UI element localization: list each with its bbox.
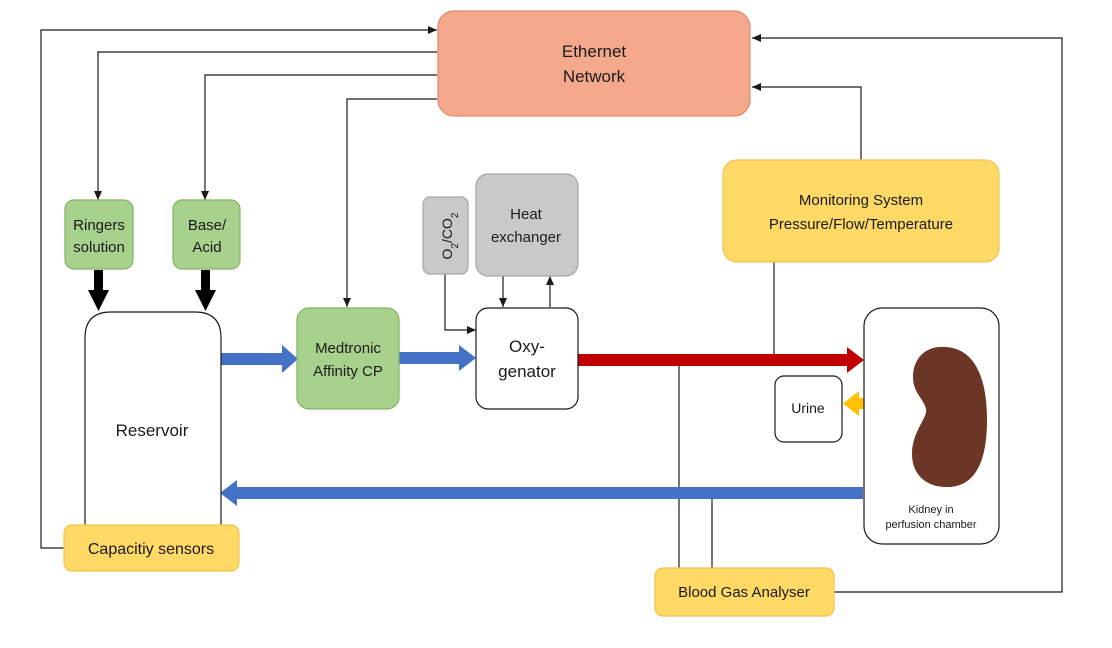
signal-lines xyxy=(40,26,1063,593)
heat-exchanger-label-line2: exchanger xyxy=(491,229,561,246)
ethernet-label-line1: Ethernet xyxy=(562,42,627,61)
reservoir-to-pump-flow xyxy=(221,345,298,373)
reservoir-box: Reservoir xyxy=(84,311,222,525)
oxygenator-label-line2: genator xyxy=(498,362,556,381)
heat-exchanger-label-line1: Heat xyxy=(510,206,543,223)
gas-supply-label: O2/CO2 xyxy=(439,212,461,259)
medtronic-pump-box: Medtronic Affinity CP xyxy=(296,307,400,410)
reservoir-label: Reservoir xyxy=(116,421,189,440)
base-acid-label-line1: Base/ xyxy=(188,217,227,234)
monitoring-system-box: Monitoring System Pressure/Flow/Temperat… xyxy=(722,159,1000,263)
blood-gas-analyser-label: Blood Gas Analyser xyxy=(678,584,810,601)
flow-arrows xyxy=(88,270,941,506)
ringers-to-reservoir-arrow xyxy=(88,270,109,311)
line-network-to-ringers xyxy=(94,51,437,200)
kidney-icon xyxy=(912,346,987,488)
ethernet-label-line2: Network xyxy=(563,67,626,86)
monitoring-label-line1: Monitoring System xyxy=(799,192,923,209)
base-acid-to-reservoir-arrow xyxy=(195,270,216,311)
oxygenator-box: Oxy- genator xyxy=(475,307,579,410)
pump-to-oxygenator-flow xyxy=(399,345,476,371)
base-acid-label-line2: Acid xyxy=(192,239,221,256)
monitoring-label-line2: Pressure/Flow/Temperature xyxy=(769,216,953,233)
line-capacity-to-network xyxy=(40,26,437,549)
ringers-label-line1: Ringers xyxy=(73,217,125,234)
line-network-to-pump xyxy=(343,98,437,307)
kidney-label-line2: perfusion chamber xyxy=(885,519,976,531)
kidney-label-line1: Kidney in xyxy=(908,504,953,516)
urine-label: Urine xyxy=(791,400,825,416)
heat-exchanger-box: Heat exchanger xyxy=(475,173,579,277)
line-network-to-base-acid xyxy=(201,74,437,200)
base-acid-box: Base/ Acid xyxy=(172,199,241,270)
ringers-solution-box: Ringers solution xyxy=(64,199,134,270)
pump-label-line1: Medtronic xyxy=(315,340,381,357)
blood-gas-analyser-box: Blood Gas Analyser xyxy=(654,567,835,617)
urine-box: Urine xyxy=(774,375,843,443)
kidney-perfusion-chamber: Kidney in perfusion chamber xyxy=(863,307,1000,545)
ringers-label-line2: solution xyxy=(73,239,125,256)
line-bga-to-network xyxy=(752,34,1063,593)
arterial-flow-to-kidney xyxy=(578,347,864,373)
pump-label-line2: Affinity CP xyxy=(313,363,383,380)
gas-supply-box: O2/CO2 xyxy=(422,196,469,275)
line-gas-to-oxygenator xyxy=(444,274,476,334)
ethernet-network-box: Ethernet Network xyxy=(437,10,751,117)
venous-return-flow xyxy=(220,480,863,506)
capacity-sensors-label: Capacitiy sensors xyxy=(88,541,214,558)
capacity-sensors-box: Capacitiy sensors xyxy=(63,524,240,572)
oxygenator-label-line1: Oxy- xyxy=(509,337,545,356)
line-monitoring-to-network xyxy=(752,83,862,160)
